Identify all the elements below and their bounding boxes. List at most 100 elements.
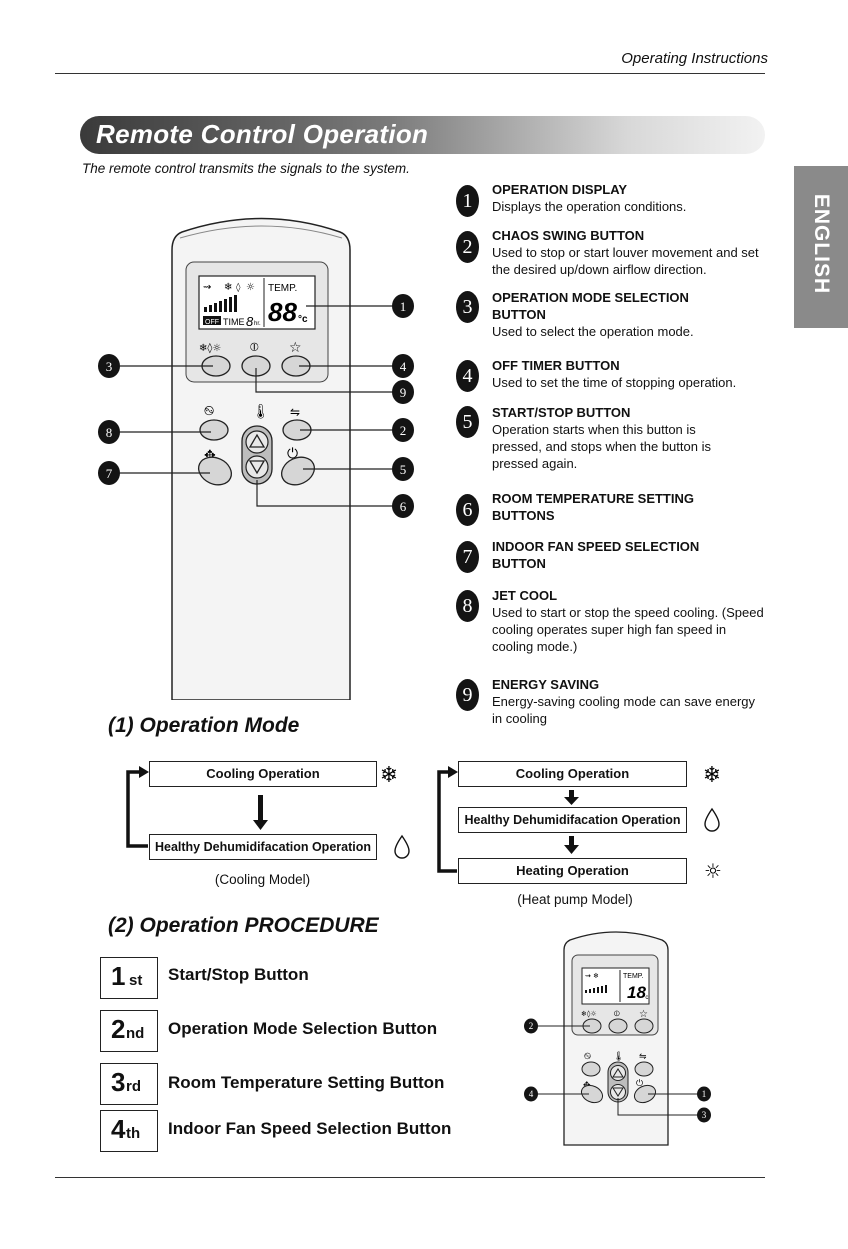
list-item: ENERGY SAVING Energy-saving cooling mode…	[492, 676, 767, 727]
item-title: ROOM TEMPERATURE SETTING BUTTONS	[492, 491, 694, 523]
dehumidify-droplet-icon	[394, 834, 410, 859]
small-power-button[interactable]	[632, 1082, 659, 1106]
small-energy-icon: ⦶	[613, 1009, 620, 1018]
snowflake-icon: ❄	[224, 282, 232, 293]
heatpump-snowflake-icon: ❄	[703, 763, 721, 788]
star-icon: ☆	[289, 340, 302, 356]
cooling-model-dehumid-box: Healthy Dehumidifacation Operation	[149, 834, 377, 860]
item-title: OFF TIMER BUTTON	[492, 358, 620, 373]
page-header-title: Operating Instructions	[621, 50, 768, 67]
list-item: START/STOP BUTTON Operation starts when …	[492, 404, 737, 472]
power-icon: ⏻	[287, 446, 298, 462]
sun-icon: ☼	[246, 282, 255, 293]
item-title: ENERGY SAVING	[492, 677, 600, 692]
small-jet-button[interactable]	[581, 1061, 601, 1077]
step-suffix: th	[126, 1125, 141, 1142]
start-stop-button[interactable]	[277, 452, 319, 490]
list-item: OFF TIMER BUTTON Used to set the time of…	[492, 357, 767, 391]
small-swing-button[interactable]	[634, 1061, 654, 1077]
step-label-2: Operation Mode Selection Button	[168, 1019, 438, 1038]
small-swing-icon: ⇋	[639, 1052, 647, 1062]
callout-3: 3	[106, 359, 113, 374]
swing-icon: ⇋	[290, 405, 300, 419]
item-badge-9: 9	[456, 679, 479, 711]
item-desc: Used to select the operation mode.	[492, 324, 694, 339]
callout-5: 5	[400, 462, 407, 477]
callout-9: 9	[400, 385, 407, 400]
lcd-time-digit: 8	[246, 314, 254, 329]
small-callout-1: 1	[702, 1089, 707, 1099]
callout-2: 2	[400, 423, 407, 438]
cooling-model-cooling-box: Cooling Operation	[149, 761, 377, 787]
section-banner: Remote Control Operation	[80, 116, 765, 154]
item-badge-5: 5	[456, 406, 479, 438]
small-up-button[interactable]	[610, 1065, 626, 1081]
small-lcd-unit: °c	[643, 995, 648, 1001]
callout-7: 7	[106, 466, 113, 481]
fan-wind-icon: ⇝	[203, 282, 211, 293]
banner-title: Remote Control Operation	[96, 119, 429, 149]
small-mode-icons: ❄◊☼	[581, 1010, 597, 1018]
step-number: 4	[111, 1114, 126, 1144]
callout-4: 4	[400, 359, 407, 374]
step-label-3: Room Temperature Setting Button	[168, 1073, 445, 1092]
lcd-time-label: TIME	[223, 317, 245, 327]
language-tab: ENGLISH	[794, 166, 848, 328]
step-number: 3	[111, 1067, 126, 1097]
lcd-temp-unit: °c	[298, 314, 308, 325]
heatpump-droplet-icon	[704, 807, 720, 832]
item-badge-6: 6	[456, 494, 479, 526]
small-star-icon: ☆	[639, 1009, 648, 1020]
item-badge-8: 8	[456, 590, 479, 622]
step-suffix: rd	[126, 1078, 141, 1095]
item-desc: Operation starts when this button is pre…	[492, 422, 711, 471]
lcd-temp-label: TEMP.	[268, 283, 297, 294]
step-number: 2	[111, 1014, 126, 1044]
cooling-model-caption: (Cooling Model)	[214, 872, 311, 887]
list-item: JET COOL Used to start or stop the speed…	[492, 587, 767, 655]
droplet-icon: ◊	[236, 282, 241, 293]
jet-cool-button[interactable]	[199, 419, 229, 441]
small-jet-icon: ࿊	[584, 1052, 591, 1062]
thermometer-icon: 🌡	[252, 404, 270, 420]
language-tab-label: ENGLISH	[810, 193, 833, 295]
lcd-off-label: OFF	[205, 319, 219, 326]
callout-6: 6	[400, 499, 407, 514]
small-lcd-temp-label: TEMP.	[623, 973, 644, 980]
jet-cool-icon: ࿊	[204, 404, 214, 419]
item-title: CHAOS SWING BUTTON	[492, 228, 645, 243]
temp-down-button[interactable]	[245, 455, 269, 479]
step-box-2: 2 nd	[100, 1010, 158, 1052]
indoor-fan-speed-button[interactable]	[194, 452, 236, 490]
intro-text: The remote control transmits the signals…	[82, 161, 410, 176]
heatpump-cooling-box: Cooling Operation	[458, 761, 687, 787]
small-lcd-digits: 18	[627, 983, 646, 1002]
small-energy-button[interactable]	[608, 1018, 628, 1034]
footer-rule	[55, 1177, 765, 1178]
small-remote-diagram: ⇝ ❄ TEMP. 18 °c ❄◊☼ ⦶ ☆ ࿊ 🌡 ⇋ ✥ ⏻ 2 4 1 …	[524, 931, 711, 1146]
item-badge-7: 7	[456, 541, 479, 573]
item-title: OPERATION DISPLAY	[492, 182, 628, 197]
step-label-1: Start/Stop Button	[168, 965, 309, 984]
list-item: CHAOS SWING BUTTON Used to stop or start…	[492, 227, 767, 278]
item-title: START/STOP BUTTON	[492, 405, 631, 420]
cooling-snowflake-icon: ❄	[380, 763, 398, 788]
callout-1: 1	[400, 299, 407, 314]
small-down-button[interactable]	[610, 1084, 626, 1100]
list-item: OPERATION DISPLAY Displays the operation…	[492, 181, 767, 215]
small-callout-3: 3	[702, 1110, 707, 1120]
step-suffix: nd	[126, 1025, 145, 1042]
callout-8: 8	[106, 425, 113, 440]
list-item: ROOM TEMPERATURE SETTING BUTTONS	[492, 490, 717, 524]
small-fan-button[interactable]	[579, 1082, 606, 1106]
heatpump-model-caption: (Heat pump Model)	[517, 892, 633, 907]
list-item: OPERATION MODE SELECTION BUTTON Used to …	[492, 289, 732, 340]
small-timer-button[interactable]	[634, 1018, 654, 1034]
item-desc: Used to start or stop the speed cooling.…	[492, 605, 764, 654]
item-badge-3: 3	[456, 291, 479, 323]
item-desc: Used to stop or start louver movement an…	[492, 245, 759, 277]
step-number: 1	[111, 961, 126, 991]
heatpump-heating-box: Heating Operation	[458, 858, 687, 884]
step-suffix: st	[129, 972, 143, 989]
small-callout-4: 4	[529, 1089, 534, 1099]
